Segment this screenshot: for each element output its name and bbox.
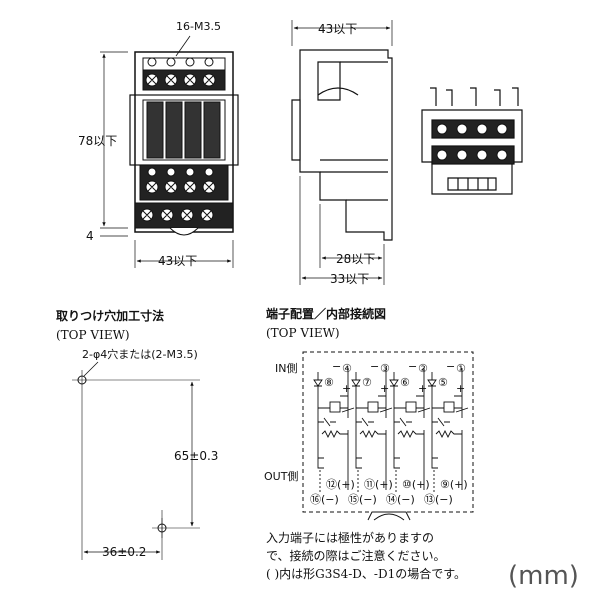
top-pin-label: ② [418, 362, 428, 375]
depth-dimension-label-2: 33以下 [330, 272, 369, 286]
top-pin-label: ① [456, 362, 466, 375]
mounting-hole-drawing [72, 361, 200, 560]
relay-channel-4: ①− ⑤ + ⑨(+) ⑬(−) [424, 360, 469, 506]
offset-dimension-label: 4 [86, 229, 94, 243]
plus-sign: + [418, 382, 427, 395]
vertical-pitch-label: 65±0.3 [174, 449, 218, 463]
height-dimension-label: 78以下 [78, 134, 117, 148]
depth-dimension-label-1: 28以下 [336, 252, 375, 266]
note-line-3: ( )内は形G3S4-D、-D1の場合です。 [266, 566, 466, 581]
top-pin-label: ④ [342, 362, 352, 375]
socket-notch [367, 511, 411, 521]
note-line-2: で、接続の際はご注意ください。 [266, 548, 446, 563]
input-terminal-label: ⑦ [362, 376, 372, 389]
relay-channel-3: ②− ⑥ + ⑩(+) ⑭(−) [386, 360, 431, 506]
in-side-label: IN側 [275, 362, 297, 375]
side-width-dimension-label: 43以下 [318, 22, 357, 36]
output-terminal-plus: ⑨(+) [440, 478, 468, 491]
front-bottom-terminals [134, 164, 234, 236]
unit-label: (mm) [508, 561, 579, 591]
front-relay-bodies [142, 99, 226, 161]
front-top-terminals [142, 57, 226, 91]
wiring-channels: ④−⑧+⑫(+)⑯(−)③−⑦+⑪(+)⑮(−)②−⑥+⑩(+)⑭(−)①−⑤+… [310, 360, 469, 506]
minus-sign: − [446, 360, 455, 373]
minus-sign: − [408, 360, 417, 373]
plus-sign: + [342, 382, 351, 395]
output-terminal-plus: ⑪(+) [364, 478, 393, 491]
side-view [291, 20, 393, 285]
terminal-spec-label: 16-M3.5 [176, 20, 221, 33]
output-terminal-minus: ⑯(−) [310, 493, 339, 506]
out-side-label: OUT側 [264, 470, 298, 483]
wiring-title: 端子配置／内部接続図 [266, 306, 386, 321]
horizontal-pitch-label: 36±0.2 [102, 545, 146, 559]
output-terminal-plus: ⑩(+) [402, 478, 430, 491]
minus-sign: − [332, 360, 341, 373]
minus-sign: − [370, 360, 379, 373]
input-terminal-label: ⑥ [400, 376, 410, 389]
hole-spec-label: 2-φ4穴または(2-M3.5) [82, 347, 198, 361]
plus-sign: + [380, 382, 389, 395]
mounting-subtitle: (TOP VIEW) [56, 328, 130, 342]
output-terminal-minus: ⑭(−) [386, 493, 415, 506]
input-terminal-label: ⑧ [324, 376, 334, 389]
output-terminal-plus: ⑫(+) [326, 478, 355, 491]
output-terminal-minus: ⑬(−) [424, 493, 453, 506]
rear-view [421, 87, 523, 195]
mounting-title: 取りつけ穴加工寸法 [56, 308, 164, 323]
output-terminal-minus: ⑮(−) [348, 493, 377, 506]
plus-sign: + [456, 382, 465, 395]
note-line-1: 入力端子には極性がありますの [266, 530, 434, 545]
front-view [100, 35, 239, 268]
top-pin-label: ③ [380, 362, 390, 375]
relay-channel-2: ③− ⑦ + ⑪(+) ⑮(−) [348, 360, 393, 506]
front-width-dimension-label: 43以下 [158, 254, 197, 268]
relay-channel-1: ④− ⑧ + ⑫(+) ⑯(−) [310, 360, 355, 506]
input-terminal-label: ⑤ [438, 376, 448, 389]
wiring-subtitle: (TOP VIEW) [266, 326, 340, 340]
